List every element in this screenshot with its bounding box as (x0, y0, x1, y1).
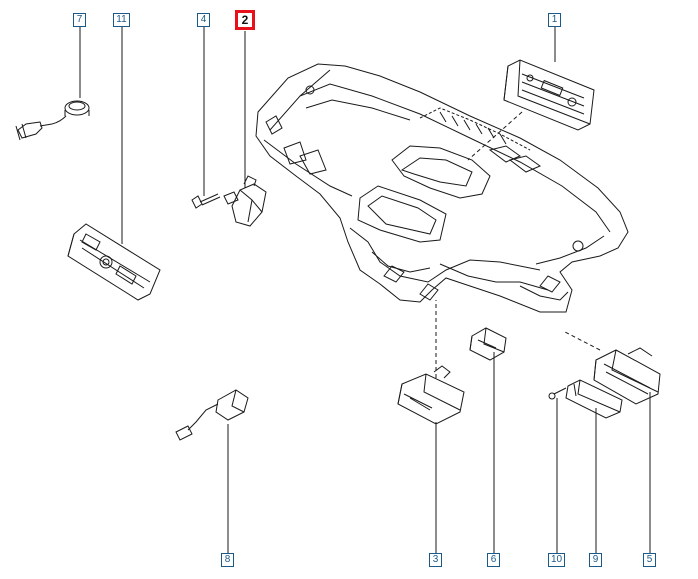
part-8-connector (175, 389, 249, 441)
assembly-line-bracket (564, 331, 601, 351)
callout-9[interactable]: 9 (589, 553, 602, 567)
leader-lines (79, 27, 651, 553)
part-3-module (397, 365, 465, 425)
part-4-screw (191, 193, 221, 209)
part-11-control-panel (67, 223, 161, 301)
callout-6[interactable]: 6 (487, 553, 500, 567)
callout-10[interactable]: 10 (548, 553, 565, 567)
part-1-radio-unit (503, 59, 595, 131)
part-5-housing (593, 347, 661, 405)
callout-5[interactable]: 5 (643, 553, 656, 567)
part-10-screw (548, 387, 567, 400)
part-7-sensor (15, 100, 90, 141)
part-2-switch (223, 175, 267, 227)
callout-2-selected[interactable]: 2 (235, 10, 255, 30)
callout-7[interactable]: 7 (73, 13, 86, 27)
part-9-bracket (565, 379, 623, 419)
callout-1[interactable]: 1 (548, 13, 561, 27)
callout-3[interactable]: 3 (429, 553, 442, 567)
callout-4[interactable]: 4 (197, 13, 210, 27)
callout-8[interactable]: 8 (221, 553, 234, 567)
dashboard-assembly (255, 63, 629, 313)
callout-11[interactable]: 11 (113, 13, 130, 27)
part-6-switch-block (469, 327, 507, 361)
assembly-line-radio (467, 111, 523, 161)
